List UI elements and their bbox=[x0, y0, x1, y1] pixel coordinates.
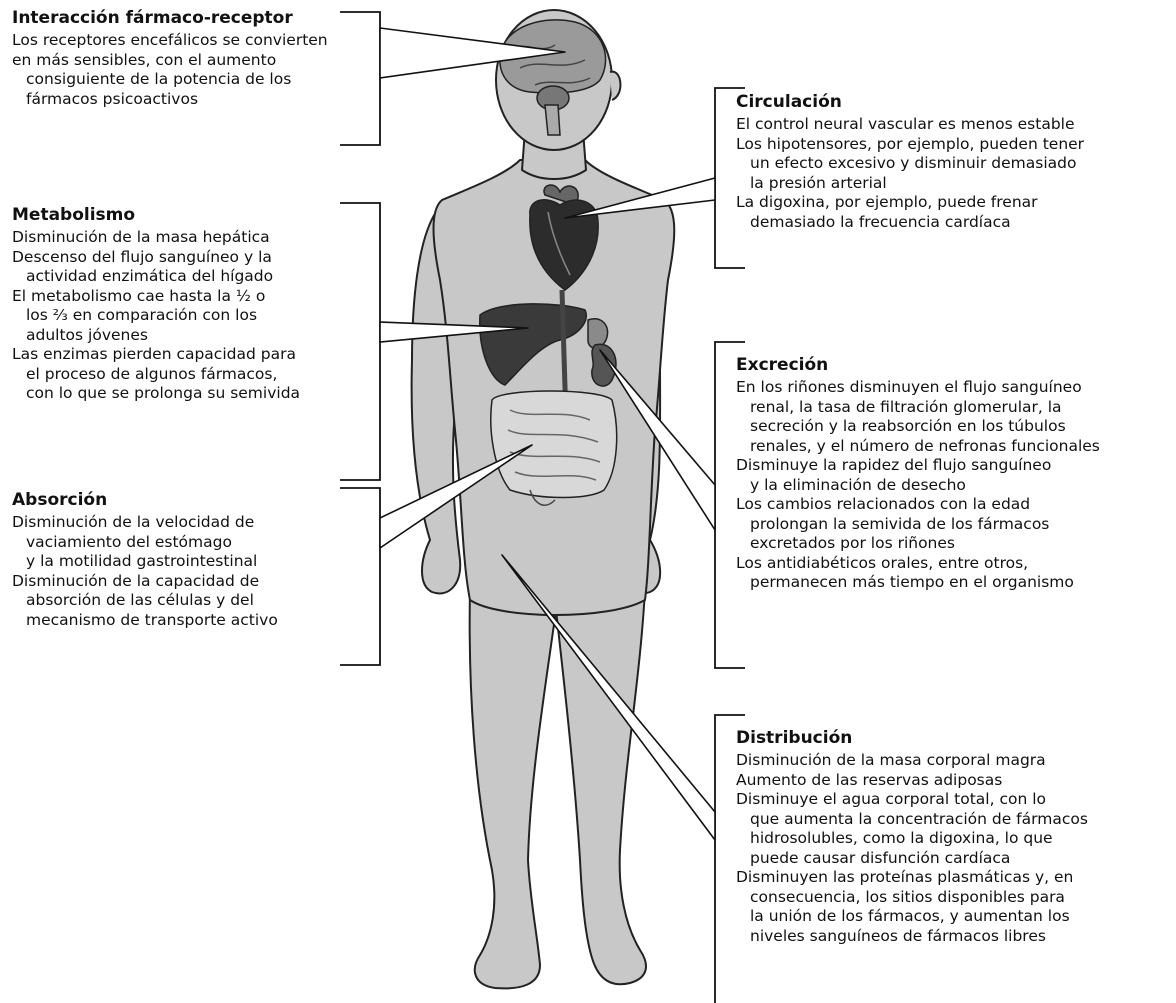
bracket-receptor bbox=[340, 12, 380, 145]
block-line: Disminución de la velocidad de bbox=[12, 513, 278, 533]
block-title: Absorción bbox=[12, 490, 278, 510]
block-line: y la motilidad gastrointestinal bbox=[12, 552, 278, 572]
block-metabolismo: Metabolismo Disminución de la masa hepát… bbox=[12, 205, 300, 404]
block-line: Los antidiabéticos orales, entre otros, bbox=[736, 554, 1100, 574]
block-line: actividad enzimática del hígado bbox=[12, 267, 300, 287]
block-line: hidrosolubles, como la digoxina, lo que bbox=[736, 829, 1088, 849]
block-line: Aumento de las reservas adiposas bbox=[736, 771, 1088, 791]
intestines bbox=[491, 391, 617, 505]
block-line: Descenso del flujo sanguíneo y la bbox=[12, 248, 300, 268]
block-line: Disminuyen las proteínas plasmáticas y, … bbox=[736, 868, 1088, 888]
block-line: consecuencia, los sitios disponibles par… bbox=[736, 888, 1088, 908]
left-leg bbox=[470, 590, 556, 988]
block-line: y la eliminación de desecho bbox=[736, 476, 1100, 496]
block-line: excretados por los riñones bbox=[736, 534, 1100, 554]
block-line: secreción y la reabsorción en los túbulo… bbox=[736, 417, 1100, 437]
block-line: que aumenta la concentración de fármacos bbox=[736, 810, 1088, 830]
block-absorcion: Absorción Disminución de la velocidad de… bbox=[12, 490, 278, 630]
block-excrecion: Excreción En los riñones disminuyen el f… bbox=[728, 355, 1100, 593]
block-title: Distribución bbox=[736, 728, 1088, 748]
block-line: puede causar disfunción cardíaca bbox=[736, 849, 1088, 869]
block-line: consiguiente de la potencia de los bbox=[12, 70, 328, 90]
block-receptor: Interacción fármaco-receptor Los recepto… bbox=[12, 8, 328, 109]
block-line: Disminución de la capacidad de bbox=[12, 572, 278, 592]
block-line: adultos jóvenes bbox=[12, 326, 300, 346]
block-line: el proceso de algunos fármacos, bbox=[12, 365, 300, 385]
block-line: Disminución de la masa corporal magra bbox=[736, 751, 1088, 771]
block-line: los ⅔ en comparación con los bbox=[12, 306, 300, 326]
block-line: Disminución de la masa hepática bbox=[12, 228, 300, 248]
block-line: vaciamiento del estómago bbox=[12, 533, 278, 553]
block-line: un efecto excesivo y disminuir demasiado bbox=[736, 154, 1084, 174]
block-line: mecanismo de transporte activo bbox=[12, 611, 278, 631]
bracket-absorcion bbox=[340, 488, 380, 665]
block-line: permanecen más tiempo en el organismo bbox=[736, 573, 1100, 593]
block-line: fármacos psicoactivos bbox=[12, 90, 328, 110]
block-line: Los receptores encefálicos se convierten bbox=[12, 31, 328, 51]
block-line: con lo que se prolonga su semivida bbox=[12, 384, 300, 404]
block-line: la unión de los fármacos, y aumentan los bbox=[736, 907, 1088, 927]
block-line: renal, la tasa de filtración glomerular,… bbox=[736, 398, 1100, 418]
block-line: El metabolismo cae hasta la ½ o bbox=[12, 287, 300, 307]
block-line: Disminuye el agua corporal total, con lo bbox=[736, 790, 1088, 810]
block-title: Interacción fármaco-receptor bbox=[12, 8, 328, 28]
block-distribucion: Distribución Disminución de la masa corp… bbox=[728, 728, 1088, 946]
block-line: la presión arterial bbox=[736, 174, 1084, 194]
block-line: en más sensibles, con el aumento bbox=[12, 51, 328, 71]
block-line: El control neural vascular es menos esta… bbox=[736, 115, 1084, 135]
block-line: prolongan la semivida de los fármacos bbox=[736, 515, 1100, 535]
block-line: Las enzimas pierden capacidad para bbox=[12, 345, 300, 365]
right-leg bbox=[556, 590, 646, 984]
block-title: Excreción bbox=[736, 355, 1100, 375]
block-title: Circulación bbox=[736, 92, 1084, 112]
block-line: En los riñones disminuyen el flujo sangu… bbox=[736, 378, 1100, 398]
block-line: Los hipotensores, por ejemplo, pueden te… bbox=[736, 135, 1084, 155]
bracket-metabolismo bbox=[340, 203, 380, 480]
block-line: absorción de las células y del bbox=[12, 591, 278, 611]
block-line: La digoxina, por ejemplo, puede frenar bbox=[736, 193, 1084, 213]
block-line: demasiado la frecuencia cardíaca bbox=[736, 213, 1084, 233]
block-title: Metabolismo bbox=[12, 205, 300, 225]
block-line: Los cambios relacionados con la edad bbox=[736, 495, 1100, 515]
block-circulacion: Circulación El control neural vascular e… bbox=[728, 92, 1084, 232]
block-line: Disminuye la rapidez del flujo sanguíneo bbox=[736, 456, 1100, 476]
block-line: renales, y el número de nefronas funcion… bbox=[736, 437, 1100, 457]
block-line: niveles sanguíneos de fármacos libres bbox=[736, 927, 1088, 947]
